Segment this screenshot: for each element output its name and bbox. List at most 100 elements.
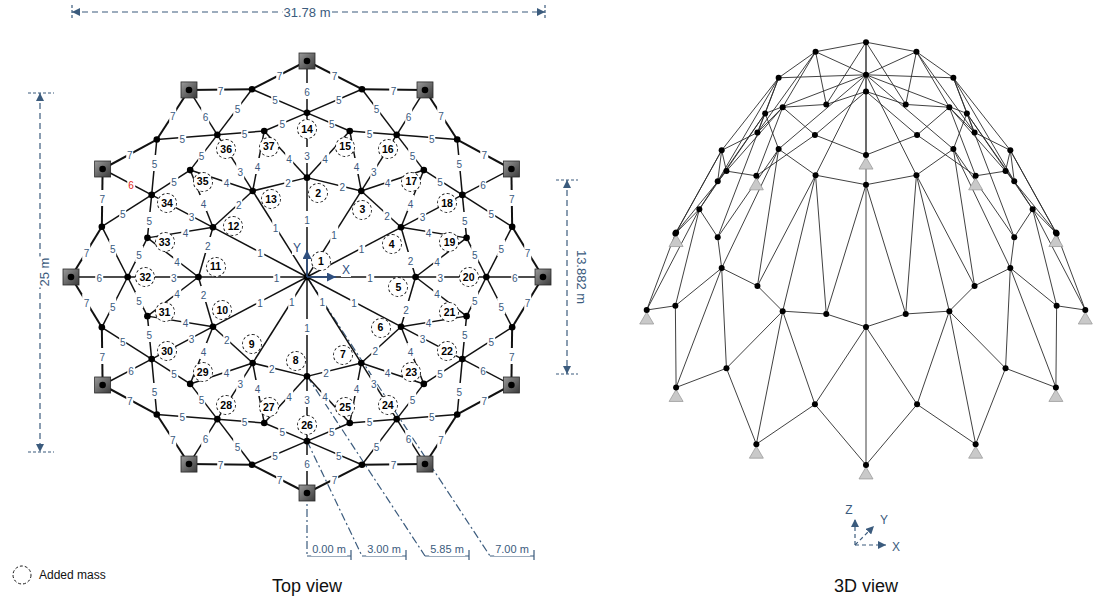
member-group-number: 5 [178, 130, 186, 146]
truss-member-3d [917, 107, 949, 135]
member-group-number: 1 [366, 269, 374, 285]
member-group-number: 5 [198, 147, 206, 163]
dimension-tick [556, 373, 578, 374]
member-group-number: 2 [371, 342, 379, 358]
node-number: 29 [197, 367, 209, 378]
added-mass-marker: 14 [297, 119, 317, 139]
height-leader [307, 277, 490, 556]
joint-dot-3d [823, 311, 829, 317]
added-mass-marker: 4 [382, 234, 402, 254]
member-number: 4 [183, 318, 189, 329]
truss-member [462, 195, 512, 227]
truss-member-3d [718, 149, 779, 237]
member-group-number: 3 [303, 147, 311, 163]
member-group-number: 4 [254, 158, 262, 174]
added-mass-marker: 17 [401, 172, 421, 192]
truss-member-3d [866, 75, 967, 114]
joint-dot [210, 224, 217, 231]
member-group-number: 6 [479, 176, 487, 192]
member-number: 5 [488, 209, 494, 220]
node-number: 19 [444, 237, 456, 248]
member-number: 5 [272, 451, 278, 462]
joint-dot [195, 274, 202, 281]
joint-dot [99, 223, 106, 230]
support-symbol [417, 82, 433, 98]
member-number: 3 [438, 273, 444, 284]
member-number: 1 [319, 297, 325, 308]
member-number: 5 [242, 129, 248, 140]
member-number: 5 [429, 412, 435, 423]
member-group-number: 3 [170, 269, 178, 285]
truss-member-3d [1006, 150, 1011, 171]
member-group-number: 4 [425, 314, 433, 330]
member-number: 5 [336, 95, 342, 106]
added-mass-marker: 27 [259, 397, 279, 417]
joint-dot-3d [719, 265, 725, 271]
member-number: 3 [171, 273, 177, 284]
truss-member-3d [1006, 368, 1056, 387]
joint-dot-3d [823, 101, 829, 107]
member-number: 5 [179, 412, 185, 423]
member-number: 7 [391, 460, 397, 471]
axis-label: Y [292, 239, 302, 255]
joint-dot-3d [1082, 307, 1088, 313]
node-number: 24 [382, 400, 394, 411]
truss-member-3d [949, 311, 975, 444]
truss-member-3d [1014, 209, 1032, 237]
truss-member-3d [1010, 237, 1014, 268]
member-number: 5 [462, 330, 468, 341]
member-group-number: 2 [383, 207, 391, 223]
truss-member-3d [783, 52, 816, 108]
member-group-number: 5 [456, 383, 464, 399]
truss-member-3d [722, 268, 727, 368]
truss-member-3d [815, 91, 866, 135]
node-number: 22 [441, 346, 453, 357]
member-group-number: 7 [83, 294, 91, 310]
joint-dot [459, 192, 466, 199]
dimension-tick [544, 5, 545, 20]
truss-member [307, 363, 361, 376]
member-number: 1 [304, 215, 310, 226]
added-mass-marker: 20 [459, 267, 479, 287]
node-number: 2 [315, 188, 321, 199]
added-mass-marker: 32 [135, 267, 155, 287]
joint-dot-3d [914, 401, 920, 407]
member-group-number: 1 [318, 293, 326, 309]
member-number: 1 [351, 298, 357, 309]
member-group-number: 3 [188, 208, 196, 224]
joint-dot [422, 461, 429, 468]
joint-dot-3d [753, 441, 759, 447]
joint-dot [304, 110, 311, 117]
truss-member [462, 327, 512, 359]
truss-member-3d [975, 268, 1011, 286]
member-group-number: 7 [508, 348, 516, 364]
truss-member-3d [866, 327, 867, 465]
truss-member [157, 414, 218, 419]
added-mass-marker: 12 [223, 216, 243, 236]
added-mass-marker: 3 [352, 200, 372, 220]
truss-member [397, 384, 424, 419]
truss-member-3d [826, 42, 866, 104]
joint-dot [398, 323, 405, 330]
member-group-number: 5 [198, 391, 206, 407]
joint-dot [454, 136, 461, 143]
truss-member [397, 135, 424, 170]
node-number: 27 [263, 402, 275, 413]
member-group-number: 4 [285, 150, 293, 166]
member-group-number: 6 [127, 176, 135, 192]
truss-member [152, 359, 191, 384]
member-group-number: 4 [223, 174, 231, 190]
member-group-number: 1 [273, 269, 281, 285]
truss-member-3d [757, 286, 782, 311]
member-number: 5 [499, 302, 505, 313]
truss-member-3d [866, 75, 953, 78]
member-number: 3 [371, 379, 377, 390]
member-group-number: 4 [182, 224, 190, 240]
truss-member [307, 89, 362, 113]
truss-member-3d [949, 286, 974, 311]
member-group-number: 7 [390, 82, 398, 98]
member-group-number: 7 [524, 244, 532, 260]
member-number: 2 [340, 182, 346, 193]
dimension-label: 31.78 m [283, 4, 332, 20]
node-number: 33 [159, 237, 171, 248]
